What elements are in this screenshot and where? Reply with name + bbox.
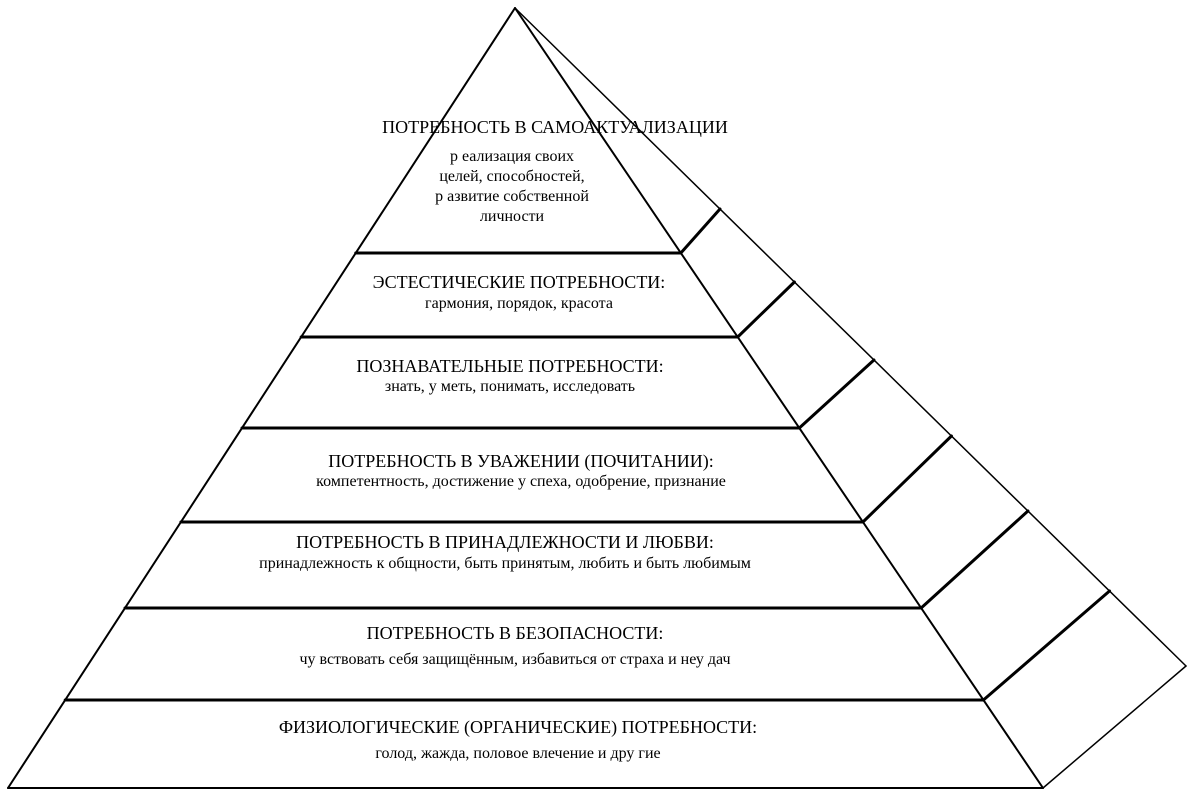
level-aesthetic-desc: гармония, порядок, красота [425,295,613,312]
level-physiological-desc: голод, жажда, половое влечение и дру гие [375,745,661,762]
level-aesthetic-title: ЭСТЕСТИЧЕСКИЕ ПОТРЕБНОСТИ: [372,272,666,292]
level-cognitive-title: ПОЗНАВАТЕЛЬНЫЕ ПОТРЕБНОСТИ: [356,356,664,376]
level-esteem-desc: компетентность, достижение у спеха, одоб… [316,473,726,490]
side-separator-1 [679,207,722,255]
side-separator-5 [919,509,1030,610]
level-self-actualization-desc-3: р азвитие собственной [435,188,589,205]
pyramid-back-right-edge [514,7,1187,667]
side-separator-2 [736,280,796,339]
level-safety-title: ПОТРЕБНОСТЬ В БЕЗОПАСНОСТИ: [366,623,664,643]
pyramid-left-edge [7,7,516,789]
side-separator-3 [797,358,876,430]
side-separator-4 [861,434,953,524]
level-self-actualization-desc-1: р еализация своих [449,148,575,165]
pyramid-side-bottom-edge [1042,665,1187,789]
level-esteem-title: ПОТРЕБНОСТЬ В УВАЖЕНИИ (ПОЧИТАНИИ): [328,451,714,471]
level-self-actualization-title: ПОТРЕБНОСТЬ В САМОАКТУАЛИЗАЦИИ [382,117,728,137]
level-belonging-title: ПОТРЕБНОСТЬ В ПРИНАДЛЕЖНОСТИ И ЛЮБВИ: [296,532,714,552]
level-self-actualization-desc-4: личности [479,208,545,225]
level-physiological-title: ФИЗИОЛОГИЧЕСКИЕ (ОРГАНИЧЕСКИЕ) ПОТРЕБНОС… [278,717,758,737]
level-belonging-desc: принадлежность к общности, быть принятым… [259,555,751,572]
side-separator-6 [981,589,1112,702]
level-cognitive-desc: знать, у меть, понимать, исследовать [384,378,636,395]
pyramid-front-right-edge [514,7,1044,789]
level-safety-desc: чу вствовать себя защищённым, избавиться… [299,651,731,668]
level-self-actualization-desc-2: целей, способностей, [439,168,585,185]
